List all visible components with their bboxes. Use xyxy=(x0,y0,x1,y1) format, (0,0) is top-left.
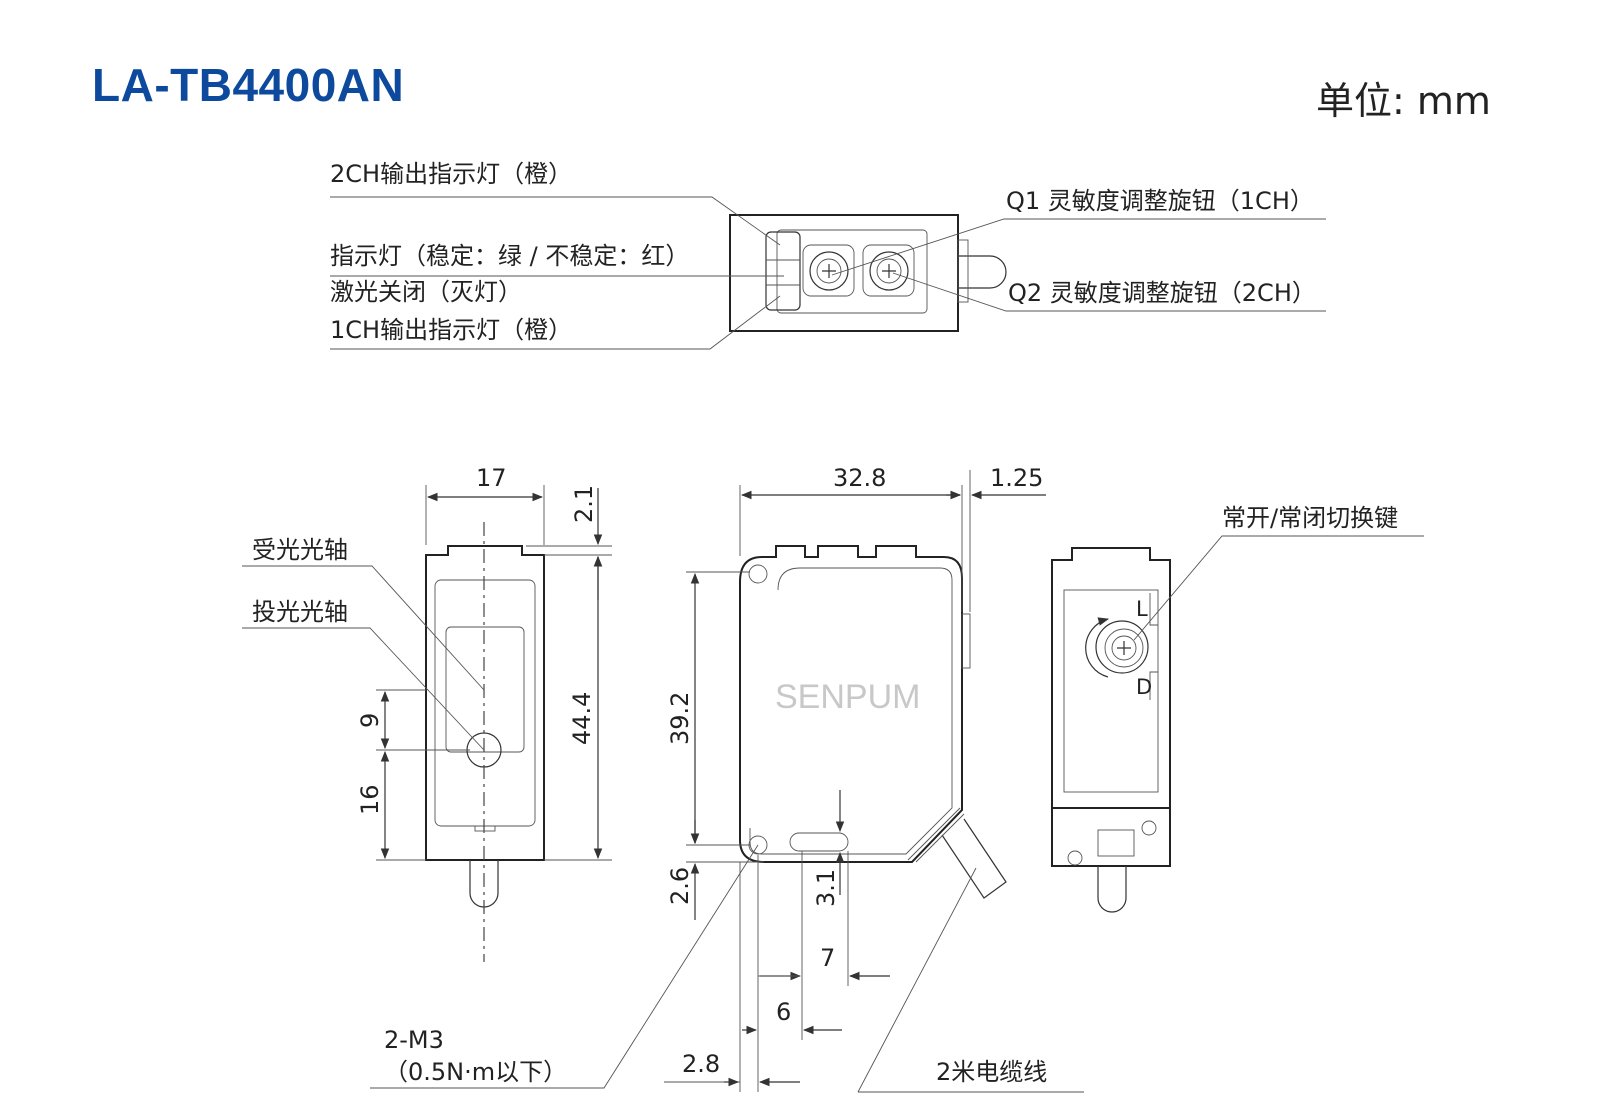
indicator-block xyxy=(765,231,801,311)
rear-connector xyxy=(1097,866,1127,913)
rear-base xyxy=(1051,807,1171,867)
side-cable xyxy=(941,818,1007,899)
q1-knob-label: Q1 灵敏度调整旋钮（1CH） xyxy=(1006,187,1314,215)
cable-leader xyxy=(857,867,977,1093)
screw-leader xyxy=(370,844,759,1089)
dim-front-width: 17 xyxy=(476,464,507,492)
mode-switch xyxy=(1095,620,1149,674)
mode-l-label: L xyxy=(1136,597,1148,621)
dim-front-height: 44.4 xyxy=(568,692,596,745)
q1-knob-housing xyxy=(802,244,855,297)
rear-view: L D 常开/常闭切换键 xyxy=(1051,504,1424,913)
ch1-indicator-label: 1CH输出指示灯（橙） xyxy=(330,316,572,344)
rear-panel xyxy=(1063,589,1159,793)
dim-side-width: 32.8 xyxy=(833,464,886,492)
emit-axis-label: 投光光轴 xyxy=(252,598,348,626)
model-title: LA-TB4400AN xyxy=(92,59,405,111)
rear-body xyxy=(1051,547,1171,809)
cable-label: 2米电缆线 xyxy=(936,1058,1047,1086)
top-body xyxy=(729,214,959,332)
dim-hole-edge: 2.8 xyxy=(682,1050,720,1078)
mount-hole-top xyxy=(748,564,768,584)
dim-slot-height: 3.1 xyxy=(812,869,840,907)
top-cable-stub xyxy=(958,255,1007,289)
top-panel xyxy=(776,229,928,314)
side-inner-edge xyxy=(749,567,953,855)
dim-axis-bottom: 16 xyxy=(356,784,384,815)
receive-axis-label: 受光光轴 xyxy=(252,536,348,564)
receive-lens xyxy=(445,626,525,753)
front-view: 受光光轴 投光光轴 17 2.1 44.4 9 16 xyxy=(242,464,612,962)
mount-slot xyxy=(789,832,849,852)
status-indicator-label: 指示灯（稳定：绿 / 不稳定：红） xyxy=(330,242,689,270)
unit-label: 单位: mm xyxy=(1316,79,1491,123)
laser-off-label: 激光关闭（灭灯） xyxy=(330,278,522,306)
top-view: 2CH输出指示灯（橙） 指示灯（稳定：绿 / 不稳定：红） 激光关闭（灭灯） 1… xyxy=(330,160,1326,350)
side-protrusion xyxy=(961,613,971,669)
switch-label: 常开/常闭切换键 xyxy=(1222,504,1398,532)
dim-axis-gap: 9 xyxy=(356,713,384,728)
side-body xyxy=(739,545,963,863)
mode-d-label: D xyxy=(1136,675,1152,699)
receive-axis-leader xyxy=(242,565,485,691)
watermark: SENPUM xyxy=(775,678,920,716)
side-view: SENPUM 32.8 1.25 39.2 2.6 3.1 xyxy=(370,464,1084,1093)
q2-knob-housing xyxy=(862,244,915,297)
dim-hole-spacing: 6 xyxy=(776,998,791,1026)
screw-torque-label: （0.5N·m以下） xyxy=(384,1058,567,1086)
front-body xyxy=(425,545,545,861)
q2-knob xyxy=(869,251,909,291)
switch-leader xyxy=(1133,535,1424,641)
q1-knob xyxy=(809,251,849,291)
screw-spec-label: 2-M3 xyxy=(384,1026,444,1054)
dim-slot-width: 7 xyxy=(820,944,835,972)
dim-bottom-offset: 2.6 xyxy=(666,867,694,905)
dim-protrusion: 1.25 xyxy=(990,464,1043,492)
emit-axis-leader xyxy=(242,627,485,751)
dim-front-top-offset: 2.1 xyxy=(570,485,598,523)
dim-side-height: 39.2 xyxy=(666,692,694,745)
ch2-indicator-label: 2CH输出指示灯（橙） xyxy=(330,160,572,188)
q2-knob-label: Q2 灵敏度调整旋钮（2CH） xyxy=(1008,279,1316,307)
